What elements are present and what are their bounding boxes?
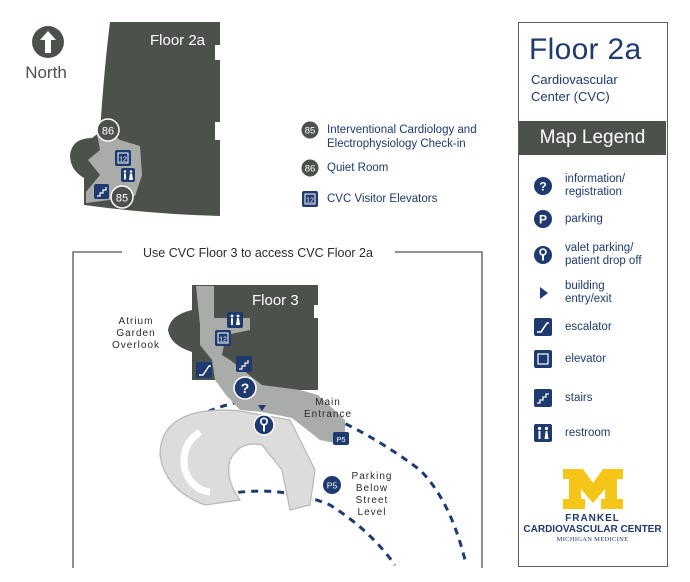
- svg-text:P5: P5: [336, 435, 345, 444]
- svg-text:Garden: Garden: [116, 328, 155, 339]
- parking-icon: P: [533, 209, 553, 229]
- stairs-icon: [533, 388, 553, 408]
- poi-85-label: Interventional Cardiology and Electrophy…: [327, 124, 477, 150]
- legend-title: Floor 2a: [529, 33, 642, 66]
- road-dashes: [174, 398, 467, 566]
- block-m-logo: [563, 469, 623, 509]
- floor3-escalator-icon: [196, 362, 212, 378]
- svg-text:12: 12: [219, 337, 227, 344]
- entrance-label: Main Entrance: [304, 397, 352, 420]
- escalator-icon: [533, 317, 553, 337]
- inset-frame: [72, 251, 483, 568]
- svg-text:Overlook: Overlook: [112, 340, 160, 351]
- svg-text:?: ?: [539, 180, 546, 194]
- svg-text:Street: Street: [356, 495, 389, 506]
- legend-panel: Floor 2a Cardiovascular Center (CVC) Map…: [518, 22, 668, 567]
- floor3-valet-icon[interactable]: [253, 414, 275, 436]
- compass-label: North: [25, 63, 67, 82]
- legend-item-escalator: escalator: [533, 317, 612, 337]
- marker-85-number: 85: [116, 193, 128, 205]
- legend-item-restroom: restroom: [533, 423, 610, 443]
- svg-text:?: ?: [241, 380, 250, 396]
- svg-text:Parking: Parking: [352, 471, 393, 482]
- floor3-stairs-icon: [236, 356, 252, 372]
- svg-text:85: 85: [305, 126, 316, 137]
- poi-12-label: CVC Visitor Elevators: [327, 193, 438, 205]
- floor3-entry-icon: [258, 405, 266, 411]
- restroom-icon: [121, 168, 135, 182]
- legend-item-valet: valet parking/patient drop off: [533, 242, 642, 268]
- information-icon: ?: [533, 176, 553, 196]
- legend-heading: Map Legend: [519, 121, 666, 155]
- svg-text:86: 86: [305, 164, 316, 175]
- parking-structure-sign: P5: [333, 432, 349, 445]
- svg-text:12: 12: [306, 198, 314, 205]
- legend-item-stairs: stairs: [533, 388, 592, 408]
- svg-text:P5: P5: [327, 481, 338, 491]
- svg-text:P: P: [539, 213, 547, 227]
- legend-subtitle: Cardiovascular Center (CVC): [531, 72, 618, 104]
- poi-85-badge: 85: [300, 120, 320, 140]
- marker-86-number: 86: [102, 126, 114, 138]
- valet-parking-icon: [533, 245, 553, 265]
- legend-item-parking: P parking: [533, 209, 603, 229]
- marker-check-in[interactable]: 85: [110, 185, 134, 209]
- svg-text:Entrance: Entrance: [304, 409, 352, 420]
- poi-86-label: Quiet Room: [327, 162, 389, 174]
- elevator-icon: [533, 349, 553, 369]
- floor3-label: Floor 3: [252, 292, 299, 309]
- floor3-information-icon[interactable]: ?: [233, 376, 257, 400]
- floor3-restroom-icon: [227, 312, 243, 328]
- logo-wordmark: FRANKEL CARDIOVASCULAR CENTER MICHIGAN M…: [523, 513, 662, 543]
- restroom-icon: [533, 423, 553, 443]
- legend-item-information: ? information/registration: [533, 173, 625, 199]
- stairs-icon: [94, 184, 109, 199]
- svg-text:Atrium: Atrium: [119, 316, 154, 327]
- inset-caption: Use CVC Floor 3 to access CVC Floor 2a: [143, 246, 373, 260]
- building-entry-icon: [533, 283, 553, 303]
- parking-label: Parking Below Street Level: [352, 471, 393, 518]
- svg-text:Level: Level: [358, 507, 387, 518]
- floor3-elevator-icon[interactable]: 12: [215, 330, 231, 346]
- atrium-label: Atrium Garden Overlook: [112, 316, 160, 351]
- poi-86-badge: 86: [300, 158, 320, 178]
- marker-quiet-room[interactable]: 86: [96, 118, 120, 142]
- north-arrow-icon: [32, 26, 64, 58]
- svg-text:Main: Main: [315, 397, 341, 408]
- floor2a-label: Floor 2a: [150, 32, 206, 49]
- poi-elevator-icon: 12: [302, 191, 318, 207]
- elevator-icon[interactable]: 12: [115, 150, 131, 166]
- map-canvas: North Floor 2a 86 12 85 85 86 1: [25, 22, 483, 568]
- legend-item-elevator: elevator: [533, 349, 606, 369]
- elevator-12-number: 12: [119, 157, 127, 164]
- svg-text:Below: Below: [356, 483, 388, 494]
- parking-p5-badge: P5: [323, 476, 341, 494]
